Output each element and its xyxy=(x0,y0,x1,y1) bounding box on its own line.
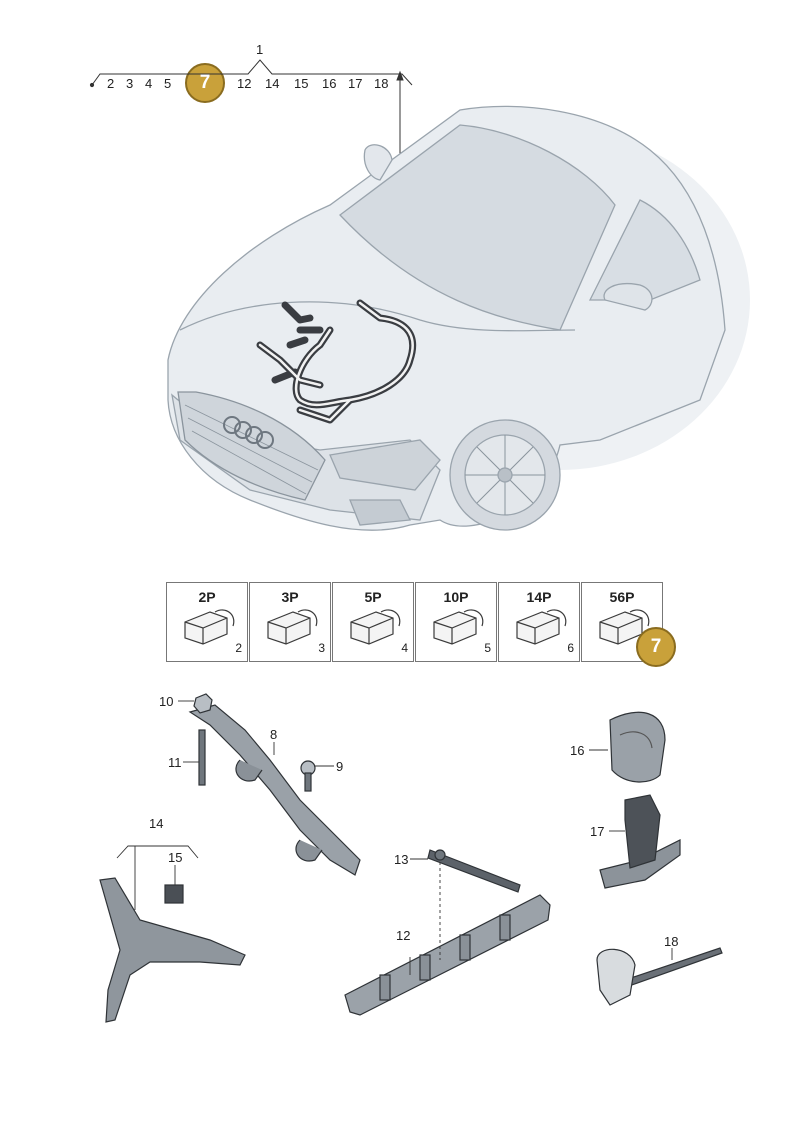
callout-16[interactable]: 16 xyxy=(570,743,585,758)
header-number: 12 xyxy=(237,76,252,91)
callout-18[interactable]: 18 xyxy=(664,934,679,949)
header-number: 18 xyxy=(374,76,389,91)
connector-label: 5P xyxy=(364,589,382,605)
connector-label: 3P xyxy=(281,589,299,605)
wiring-harness-highlight xyxy=(258,301,414,422)
connector-box-3p[interactable]: 3P 3 xyxy=(249,582,331,662)
connector-box-5p[interactable]: 5P 4 xyxy=(332,582,414,662)
header-number: 4 xyxy=(145,76,153,91)
callout-17[interactable]: 17 xyxy=(590,824,605,839)
car-illustration xyxy=(167,105,750,531)
connector-box-2p[interactable]: 2P 2 xyxy=(166,582,248,662)
header-number: 17 xyxy=(348,76,363,91)
header-number: 5 xyxy=(164,76,172,91)
header-number: 16 xyxy=(322,76,337,91)
parts xyxy=(99,693,723,1023)
header-number: 2 xyxy=(107,76,115,91)
callout-15[interactable]: 15 xyxy=(168,850,183,865)
header-callout-1: 1 xyxy=(256,42,264,57)
connector-index: 3 xyxy=(318,641,325,655)
connector-label: 56P xyxy=(609,589,635,605)
connector-index: 4 xyxy=(401,641,408,655)
connector-index: 5 xyxy=(484,641,491,655)
callout-13[interactable]: 13 xyxy=(394,852,409,867)
connector-box-10p[interactable]: 10P 5 xyxy=(415,582,497,662)
callout-14[interactable]: 14 xyxy=(149,816,164,831)
header-number: 14 xyxy=(265,76,280,91)
badge-top[interactable]: 7 xyxy=(185,63,225,103)
connector-index: 2 xyxy=(235,641,242,655)
badge-connector[interactable]: 7 xyxy=(636,627,676,667)
header-number: 15 xyxy=(294,76,309,91)
callout-leaders xyxy=(116,700,673,975)
connector-label: 14P xyxy=(526,589,552,605)
callout-8[interactable]: 8 xyxy=(270,727,278,742)
connector-box-14p[interactable]: 14P 6 xyxy=(498,582,580,662)
header-number: 3 xyxy=(126,76,134,91)
connector-label: 2P xyxy=(198,589,216,605)
callout-11[interactable]: 11 xyxy=(168,755,182,770)
callout-10[interactable]: 10 xyxy=(159,694,174,709)
connector-label: 10P xyxy=(443,589,469,605)
callout-9[interactable]: 9 xyxy=(336,759,344,774)
callout-12[interactable]: 12 xyxy=(396,928,411,943)
connector-index: 6 xyxy=(567,641,574,655)
